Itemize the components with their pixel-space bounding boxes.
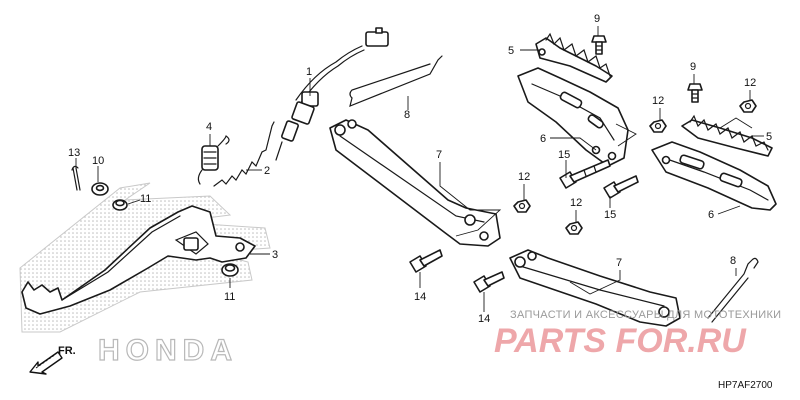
- callout-12-c: 12: [518, 171, 530, 183]
- part-3-brake-pedal: [21, 205, 256, 315]
- callout-14-a: 14: [414, 291, 426, 303]
- callout-11-lower: 11: [224, 291, 235, 303]
- part-15-bolt-a: [559, 159, 611, 189]
- callout-4: 4: [206, 121, 212, 133]
- callout-14-b: 14: [478, 313, 490, 325]
- watermark-brand: PARTS FOR.RU: [494, 322, 747, 360]
- callout-12-b: 12: [652, 95, 664, 107]
- callout-13: 13: [68, 147, 80, 159]
- watermark: ЗАПЧАСТИ И АКСЕССУАРЫ ДЛЯ МОТОТЕХНИКИ PA…: [494, 309, 781, 360]
- part-6-bracket-upper: [517, 67, 629, 167]
- part-12-nut-c: [513, 199, 531, 213]
- callout-7-lower: 7: [616, 257, 622, 269]
- part-14-bolt-b: [473, 271, 505, 293]
- callout-3: 3: [272, 249, 278, 261]
- part-1-brake-switch: [275, 27, 389, 161]
- leader-lines: [75, 26, 764, 312]
- callout-9-upper: 9: [594, 13, 600, 25]
- callout-8-lower: 8: [730, 255, 736, 267]
- part-8-rod-upper: [349, 55, 443, 107]
- fr-label: FR.: [58, 345, 76, 357]
- callout-labels: 1 2 3 4 5 5 6 6 7 7 8 8 9 9 10 11 11 12 …: [68, 13, 772, 325]
- callout-11-upper: 11: [140, 193, 151, 205]
- part-6-bracket-lower: [651, 141, 777, 211]
- part-5-footpeg-upper: [535, 32, 613, 83]
- callout-12-a: 12: [744, 77, 756, 89]
- part-13-cotter-pin: [71, 165, 81, 191]
- part-14-bolt-a: [409, 249, 443, 273]
- part-12-nut-b: [649, 119, 667, 133]
- callout-5-lower: 5: [766, 131, 772, 143]
- part-11-collar-upper: [112, 199, 128, 211]
- part-5-footpeg-lower: [681, 114, 773, 157]
- callout-10: 10: [92, 155, 104, 167]
- callout-2: 2: [264, 165, 270, 177]
- part-7-arm-upper: [329, 119, 501, 247]
- part-7-arm-lower: [509, 249, 681, 327]
- part-4-spring: [197, 135, 230, 185]
- callout-5-upper: 5: [508, 45, 514, 57]
- part-2-spring: [213, 121, 275, 187]
- part-10-washer: [91, 182, 109, 196]
- callout-7-upper: 7: [436, 149, 442, 161]
- callout-8-upper: 8: [404, 109, 410, 121]
- diagram-code: HP7AF2700: [718, 380, 773, 391]
- front-direction-arrow: FR.: [29, 345, 76, 375]
- part-12-nut-d: [565, 221, 583, 235]
- part-9-bolt-upper: [591, 35, 607, 55]
- callout-15-b: 15: [604, 209, 616, 221]
- part-8-rod-lower: [707, 257, 759, 323]
- watermark-tagline: ЗАПЧАСТИ И АКСЕССУАРЫ ДЛЯ МОТОТЕХНИКИ: [510, 309, 781, 321]
- callout-12-d: 12: [570, 197, 582, 209]
- callout-6-lower: 6: [708, 209, 714, 221]
- part-11-collar-lower: [221, 263, 239, 277]
- honda-logo-text: HONDA: [98, 334, 238, 367]
- callout-1: 1: [306, 66, 312, 78]
- callout-15-a: 15: [558, 149, 570, 161]
- callout-9-lower: 9: [690, 61, 696, 73]
- part-12-nut-a: [739, 99, 757, 113]
- part-15-bolt-b: [603, 175, 639, 199]
- part-9-bolt-lower: [687, 83, 703, 103]
- callout-6-upper: 6: [540, 133, 546, 145]
